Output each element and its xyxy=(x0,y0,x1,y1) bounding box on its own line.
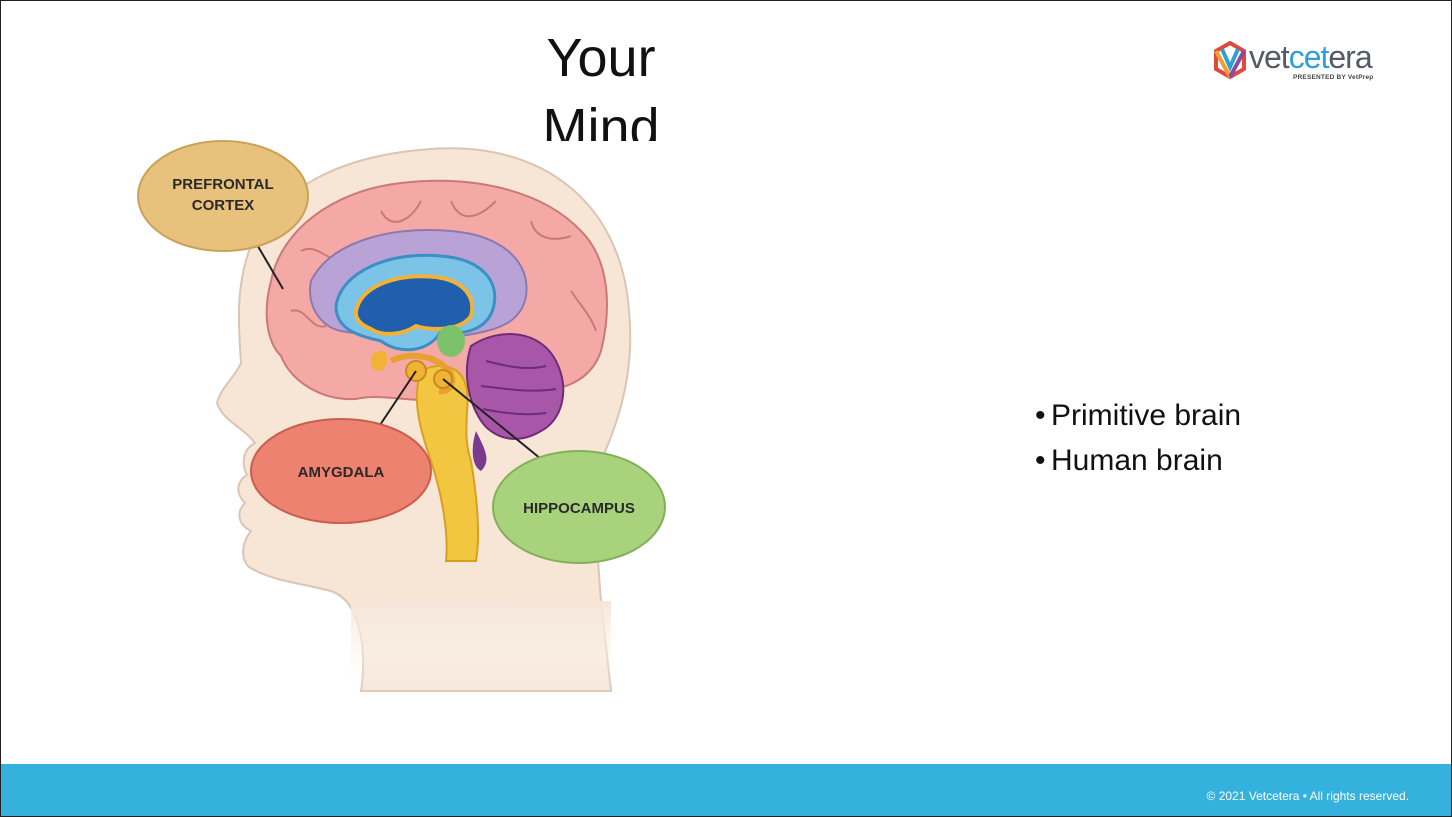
bullet-dot: • xyxy=(1035,393,1051,438)
footer-copyright: © 2021 Vetcetera • All rights reserved. xyxy=(1207,789,1409,803)
bullet-item: •Human brain xyxy=(1035,438,1241,483)
title-line-1: Your xyxy=(501,23,701,93)
bullet-list: •Primitive brain •Human brain xyxy=(1035,393,1241,483)
thalamus xyxy=(437,325,465,357)
hippocampus-label: HIPPOCAMPUS xyxy=(523,500,635,517)
logo-word-part2: cet xyxy=(1289,39,1329,75)
brain-anatomy-illustration: PREFRONTAL CORTEX AMYGDALA HIPPOCAMPUS xyxy=(131,131,711,701)
logo-wordmark: vetcetera xyxy=(1249,37,1372,77)
logo-word-part3: era xyxy=(1328,39,1371,75)
amygdala-label: AMYGDALA xyxy=(298,464,385,481)
logo-word-part1: vet xyxy=(1249,39,1289,75)
neck-fade xyxy=(351,601,611,701)
vetcetera-logo-icon xyxy=(1213,37,1247,83)
bullet-text-human: Human brain xyxy=(1051,444,1223,477)
bullet-text-primitive: Primitive brain xyxy=(1051,399,1241,432)
bullet-dot: • xyxy=(1035,438,1051,483)
vetcetera-logo: vetcetera PRESENTED BY VetPrep xyxy=(1213,37,1423,93)
prefrontal-label-bubble xyxy=(138,141,308,251)
logo-presented-by: PRESENTED BY VetPrep xyxy=(1293,74,1373,81)
slide-title: Your Mind xyxy=(501,23,701,141)
bullet-item: •Primitive brain xyxy=(1035,393,1241,438)
footer-bar: © 2021 Vetcetera • All rights reserved. xyxy=(1,764,1451,816)
prefrontal-label-line2: CORTEX xyxy=(192,197,255,214)
prefrontal-label-line1: PREFRONTAL xyxy=(172,176,273,193)
